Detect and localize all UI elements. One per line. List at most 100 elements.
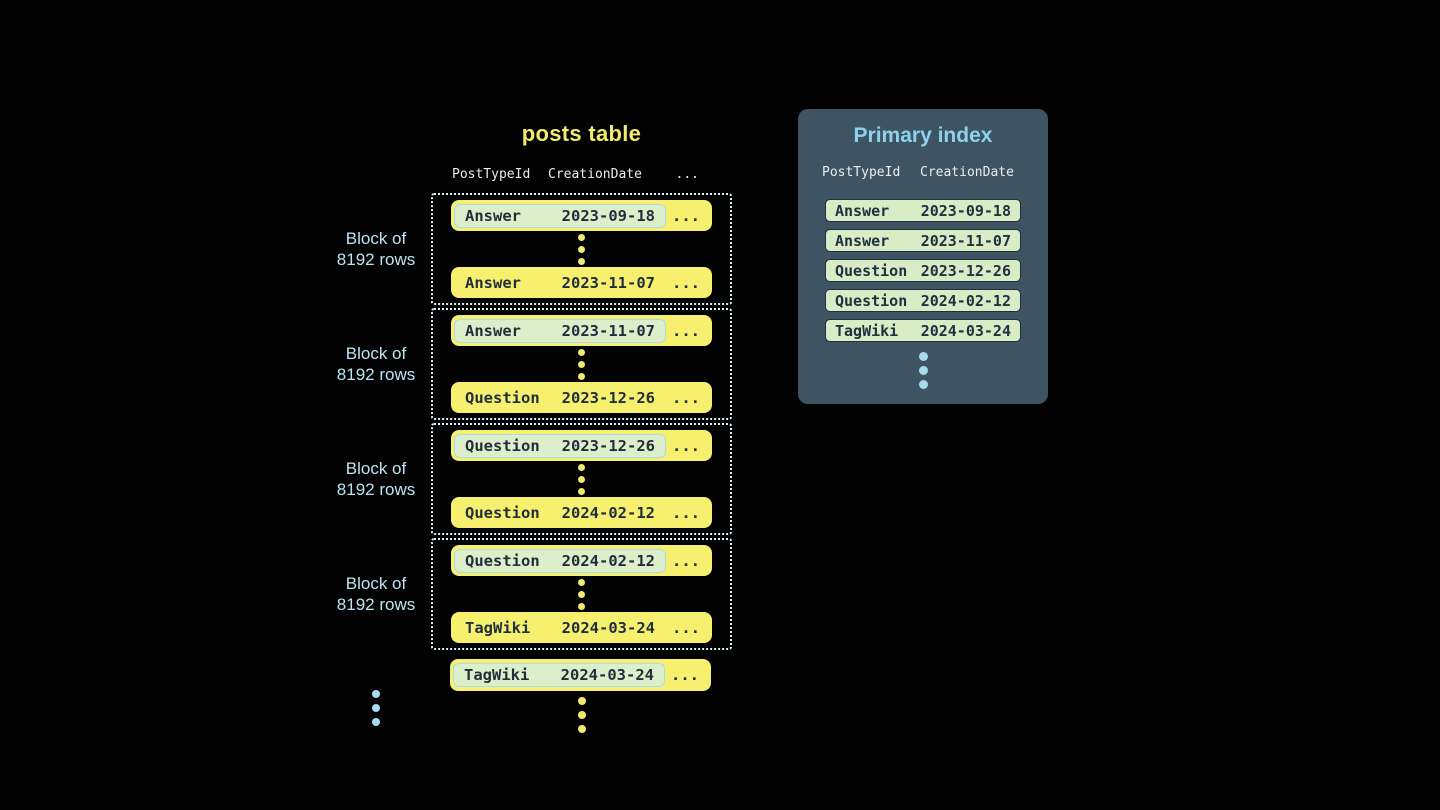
cell-posttypeid: Answer: [465, 273, 521, 292]
row-ellipsis: ...: [672, 273, 700, 292]
block-label-3: Block of 8192 rows: [321, 423, 431, 535]
indexed-row-highlight: Question 2024-02-12: [454, 548, 666, 573]
posts-block-2: Answer 2023-11-07 ... Question 2023-12-2…: [431, 308, 732, 420]
indexed-row-highlight: Question 2023-12-26: [454, 433, 666, 458]
primary-index-panel: Primary index PostTypeId CreationDate An…: [798, 109, 1048, 404]
blocks-continue-dots: [321, 687, 431, 729]
cell-posttypeid: Question: [465, 436, 540, 455]
cell-creationdate: 2023-09-18: [920, 201, 1011, 220]
cell-posttypeid: Answer: [465, 206, 521, 225]
cell-creationdate: 2023-11-07: [561, 273, 655, 292]
block-label-line1: Block of: [345, 344, 407, 363]
cell-creationdate: 2023-12-26: [561, 436, 655, 455]
dot: [578, 348, 585, 356]
cell-creationdate: 2024-02-12: [920, 291, 1011, 310]
index-entry: Question 2023-12-26: [825, 259, 1021, 282]
dot: [578, 372, 585, 380]
vertical-ellipsis-dots: [578, 346, 585, 382]
cell-creationdate: 2024-03-24: [920, 321, 1011, 340]
block-label-line2: 8192 rows: [336, 595, 416, 614]
dot: [578, 360, 585, 368]
row-ellipsis: ...: [672, 388, 700, 407]
row-cells: TagWiki 2024-03-24: [454, 616, 666, 640]
row-ellipsis: ...: [672, 551, 700, 570]
dot: [918, 379, 928, 389]
block-label-line2: 8192 rows: [336, 365, 416, 384]
header-posttypeid: PostTypeId: [822, 165, 901, 180]
dot: [577, 711, 586, 719]
vertical-ellipsis-dots: [578, 461, 585, 497]
row-ellipsis: ...: [672, 206, 700, 225]
posts-table-column-headers: PostTypeId CreationDate ...: [431, 167, 732, 182]
cell-creationdate: 2023-11-07: [920, 231, 1011, 250]
dot: [578, 233, 585, 241]
row-ellipsis: ...: [672, 503, 700, 522]
cell-posttypeid: Question: [835, 291, 908, 310]
cell-posttypeid: Question: [465, 551, 540, 570]
cell-creationdate: 2024-03-24: [561, 618, 655, 637]
table-row-first: Answer 2023-09-18 ...: [451, 200, 712, 231]
primary-index-rows: Answer 2023-09-18 Answer 2023-11-07 Ques…: [798, 199, 1048, 342]
dot: [578, 487, 585, 495]
row-ellipsis: ...: [672, 436, 700, 455]
table-row-first: Question 2024-02-12 ...: [451, 545, 712, 576]
header-ellipsis: ...: [675, 167, 699, 182]
block-label-1: Block of 8192 rows: [321, 193, 431, 305]
cell-creationdate: 2024-02-12: [561, 551, 655, 570]
block-label-line2: 8192 rows: [336, 480, 416, 499]
block-label-line1: Block of: [345, 229, 407, 248]
cell-posttypeid: Answer: [465, 321, 521, 340]
row-cells: Answer 2023-11-07: [454, 271, 666, 295]
table-row-last: Question 2024-02-12 ...: [451, 497, 712, 528]
dot: [578, 463, 585, 471]
cell-posttypeid: Question: [835, 261, 908, 280]
cell-creationdate: 2023-11-07: [561, 321, 655, 340]
row-ellipsis: ...: [672, 618, 700, 637]
table-row-last: Answer 2023-11-07 ...: [451, 267, 712, 298]
header-creationdate: CreationDate: [920, 165, 1014, 180]
cell-posttypeid: TagWiki: [464, 666, 530, 684]
cell-creationdate: 2023-12-26: [920, 261, 1011, 280]
primary-index-title: Primary index: [853, 124, 993, 147]
dot: [578, 590, 585, 598]
cell-posttypeid: Question: [465, 388, 540, 407]
cell-creationdate: 2024-02-12: [561, 503, 655, 522]
primary-index-column-headers: PostTypeId CreationDate: [798, 165, 1048, 180]
block-label-4: Block of 8192 rows: [321, 538, 431, 650]
row-ellipsis: ...: [672, 321, 700, 340]
cell-posttypeid: TagWiki: [835, 321, 899, 340]
block-label-2: Block of 8192 rows: [321, 308, 431, 420]
cell-creationdate: 2023-09-18: [561, 206, 655, 225]
dot: [918, 351, 928, 361]
table-row-last: Question 2023-12-26 ...: [451, 382, 712, 413]
cell-creationdate: 2023-12-26: [561, 388, 655, 407]
cell-posttypeid: Answer: [835, 201, 890, 220]
dot: [578, 257, 585, 265]
table-row-first: Answer 2023-11-07 ...: [451, 315, 712, 346]
cell-posttypeid: Answer: [835, 231, 890, 250]
row-cells: Question 2024-02-12: [454, 501, 666, 525]
dot: [577, 725, 586, 733]
row-ellipsis: ...: [671, 666, 699, 684]
dot: [578, 245, 585, 253]
table-row-overflow: TagWiki 2024-03-24 ...: [450, 659, 711, 691]
index-continues-dots: [798, 349, 1048, 391]
posts-table-title: posts table: [521, 121, 642, 146]
indexed-row-highlight: Answer 2023-09-18: [454, 203, 666, 228]
index-entry: TagWiki 2024-03-24: [825, 319, 1021, 342]
cell-creationdate: 2024-03-24: [560, 666, 654, 684]
header-creationdate: CreationDate: [548, 167, 642, 182]
dot: [578, 475, 585, 483]
cell-posttypeid: Question: [465, 503, 540, 522]
table-row-last: TagWiki 2024-03-24 ...: [451, 612, 712, 643]
dot: [372, 690, 380, 698]
block-label-line2: 8192 rows: [336, 250, 416, 269]
indexed-row-highlight: Answer 2023-11-07: [454, 318, 666, 343]
row-cells: Question 2023-12-26: [454, 386, 666, 410]
table-continues-dots: [431, 694, 732, 736]
posts-block-3: Question 2023-12-26 ... Question 2024-02…: [431, 423, 732, 535]
index-entry: Answer 2023-09-18: [825, 199, 1021, 222]
posts-block-4: Question 2024-02-12 ... TagWiki 2024-03-…: [431, 538, 732, 650]
table-row-first: Question 2023-12-26 ...: [451, 430, 712, 461]
